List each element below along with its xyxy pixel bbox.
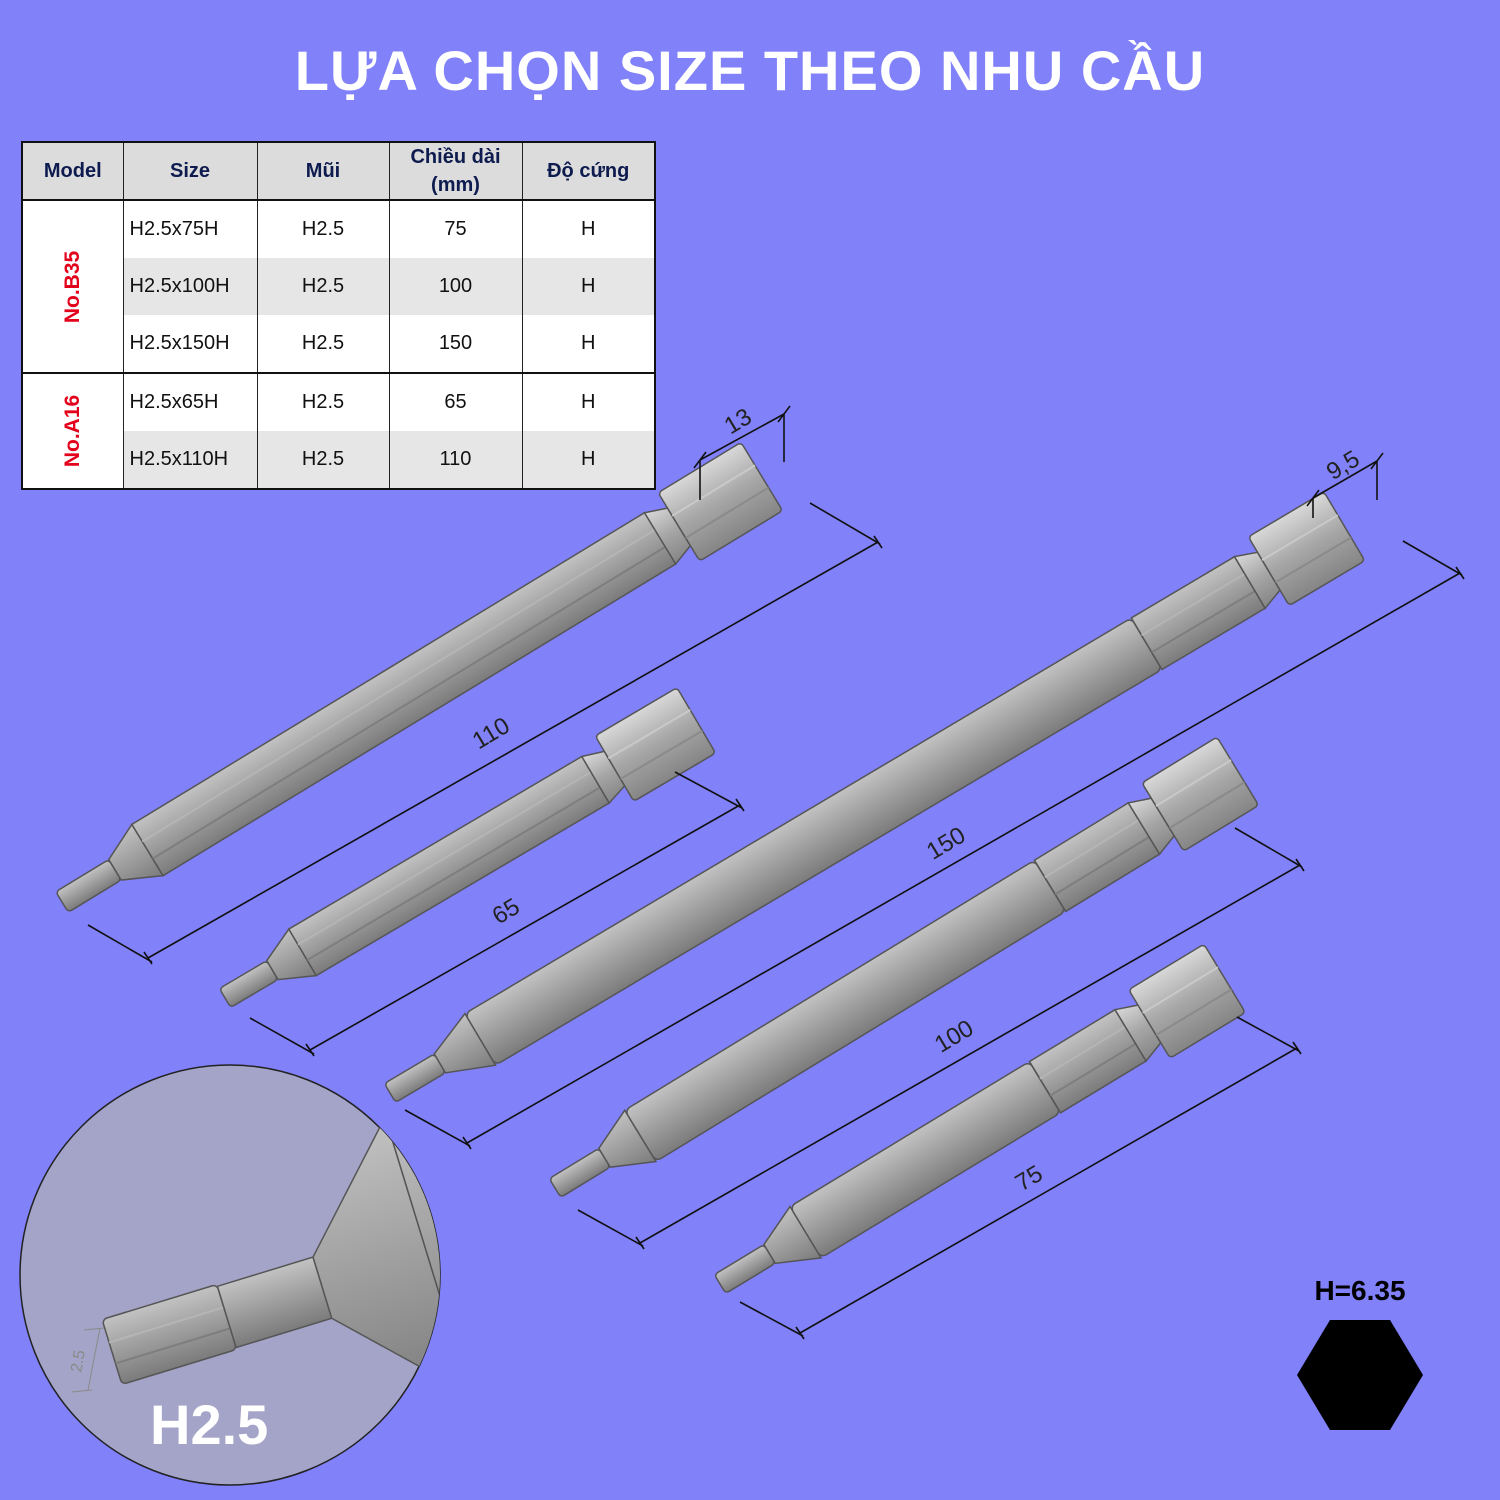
hardness-cell: H: [521, 200, 656, 258]
model-cell-a16: No.A16: [21, 373, 124, 490]
bit-100: [550, 737, 1258, 1197]
table-row: H2.5x150H H2.5 150 H: [22, 315, 656, 374]
spec-table: Model Size Mũi Chiều dài (mm) Độ cứng No…: [21, 141, 656, 490]
page-title: LỰA CHỌN SIZE THEO NHU CẦU: [294, 39, 1206, 102]
table-row: H2.5x100H H2.5 100 H: [22, 258, 656, 315]
bit-150: [385, 492, 1365, 1102]
tip-cell: H2.5: [256, 315, 390, 374]
size-cell: H2.5x65H: [122, 373, 258, 431]
table-row: H2.5x110H H2.5 110 H: [22, 431, 656, 490]
hardness-cell: H: [521, 431, 656, 490]
model-cell-b35: No.B35: [21, 200, 124, 374]
header-model: Model: [21, 142, 124, 201]
bit-65: [220, 688, 715, 1007]
table-header-row: Model Size Mũi Chiều dài (mm) Độ cứng: [21, 142, 656, 201]
length-cell: 110: [388, 431, 523, 490]
tip-size-label: H2.5: [150, 1393, 269, 1456]
bit-110: [56, 443, 782, 912]
header-length: Chiều dài (mm): [388, 142, 523, 201]
size-cell: H2.5x75H: [122, 200, 258, 258]
dim-label-110: 110: [468, 712, 515, 755]
dim-label-13: 13: [720, 403, 757, 440]
hex-size-label: H=6.35: [1314, 1275, 1406, 1306]
bit-75: [715, 944, 1245, 1293]
hardness-cell: H: [521, 315, 656, 374]
dim-label-9-5: 9,5: [1322, 445, 1365, 485]
size-cell: H2.5x100H: [122, 258, 258, 315]
header-length-line2: (mm): [431, 174, 480, 196]
size-cell: H2.5x110H: [122, 431, 258, 490]
size-cell: H2.5x150H: [122, 315, 258, 374]
hexagon-shape: [1297, 1320, 1423, 1430]
tip-cell: H2.5: [256, 258, 390, 315]
dim-label-75: 75: [1011, 1160, 1048, 1197]
header-hardness: Độ cứng: [521, 142, 656, 201]
header-length-line1: Chiều dài: [410, 146, 501, 168]
hardness-cell: H: [521, 373, 656, 431]
tip-detail: 2.5: [19, 1064, 441, 1486]
header-tip: Mũi: [256, 142, 390, 201]
tip-cell: H2.5: [256, 431, 390, 490]
tip-cell: H2.5: [256, 373, 390, 431]
table-row: No.B35 H2.5x75H H2.5 75 H: [21, 200, 656, 374]
length-cell: 100: [388, 258, 523, 315]
hardness-cell: H: [521, 258, 656, 315]
dim-label-65: 65: [488, 893, 525, 930]
length-cell: 150: [388, 315, 523, 374]
table-row: No.A16 H2.5x65H H2.5 65 H: [21, 373, 656, 490]
tip-detail-dim-label: 2.5: [68, 1349, 89, 1374]
tip-detail-dimension: [71, 1327, 105, 1393]
header-size: Size: [122, 142, 258, 201]
dim-label-100: 100: [930, 1015, 978, 1059]
dimension-lines: [87, 405, 1465, 1340]
